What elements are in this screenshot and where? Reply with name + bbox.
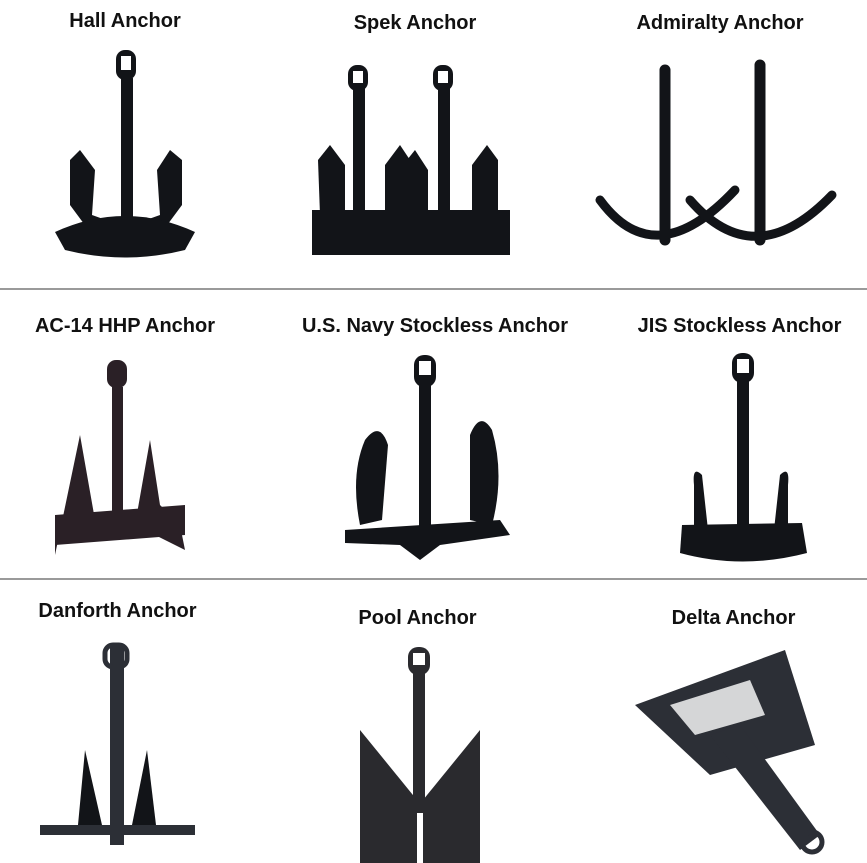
hall-anchor-image	[55, 50, 195, 258]
anchor-card-ac14-hhp: AC-14 HHP Anchor	[0, 295, 250, 580]
pool-anchor-image	[360, 647, 480, 863]
admiralty-anchor-image	[595, 59, 837, 246]
anchor-label: Delta Anchor	[671, 607, 796, 629]
row-divider	[0, 578, 867, 580]
anchor-label: AC-14 HHP Anchor	[34, 315, 216, 337]
anchor-card-delta: Delta Anchor	[600, 585, 867, 863]
anchor-card-jis-stockless: JIS Stockless Anchor	[612, 295, 867, 580]
anchor-label: Spek Anchor	[353, 12, 477, 34]
ac14-hhp-anchor-image	[55, 360, 185, 555]
anchor-label: Pool Anchor	[358, 607, 477, 629]
delta-anchor-image	[635, 650, 825, 855]
anchor-card-spek: Spek Anchor	[290, 0, 540, 285]
anchor-label: U.S. Navy Stockless Anchor	[301, 315, 569, 337]
danforth-anchor-image	[40, 642, 195, 845]
anchor-label: Admiralty Anchor	[636, 12, 804, 34]
anchor-label: JIS Stockless Anchor	[637, 315, 842, 337]
anchor-card-us-navy-stockless: U.S. Navy Stockless Anchor	[270, 295, 600, 580]
anchor-card-admiralty: Admiralty Anchor	[595, 0, 845, 285]
anchor-card-pool: Pool Anchor	[295, 585, 540, 863]
jis-stockless-anchor-image	[680, 353, 807, 562]
spek-anchor-image	[312, 65, 510, 255]
us-navy-stockless-anchor-image	[345, 355, 510, 560]
anchor-label: Danforth Anchor	[38, 600, 197, 622]
anchor-label: Hall Anchor	[69, 10, 181, 32]
anchor-card-danforth: Danforth Anchor	[0, 585, 235, 863]
anchor-card-hall: Hall Anchor	[0, 0, 250, 285]
row-divider	[0, 288, 867, 290]
